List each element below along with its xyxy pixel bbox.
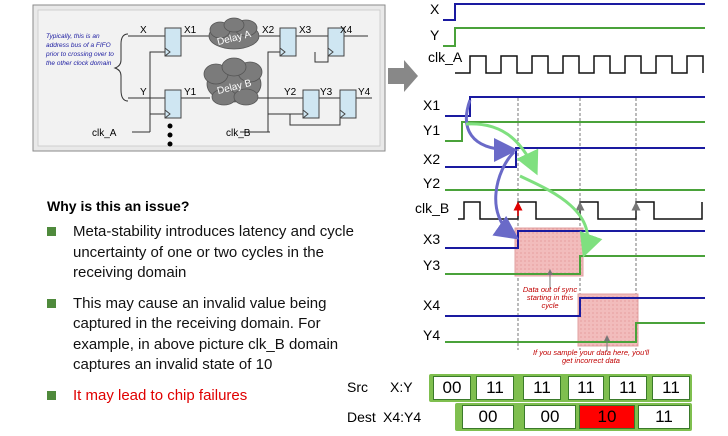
- invalid-window: [577, 293, 639, 347]
- svg-text:Y3: Y3: [320, 87, 333, 98]
- svg-text:Y1: Y1: [184, 87, 197, 98]
- note-brace: [113, 33, 129, 102]
- svg-text:X4: X4: [340, 25, 353, 36]
- src-value: 11: [652, 376, 690, 400]
- src-value: 11: [476, 376, 514, 400]
- svg-text:X3: X3: [423, 231, 440, 247]
- src-values-row: 00 11 11 11 11 11: [429, 374, 692, 402]
- src-value: 11: [523, 376, 561, 400]
- svg-text:Y: Y: [140, 87, 147, 98]
- svg-text:X1: X1: [184, 25, 197, 36]
- dest-values-row: 00 00 10 11: [455, 403, 692, 431]
- svg-text:Y2: Y2: [423, 175, 440, 191]
- dest-label: Dest: [347, 409, 376, 425]
- dest-value: 11: [638, 405, 690, 429]
- issue-heading: Why is this an issue?: [47, 198, 190, 214]
- delay-b-cloud: [203, 57, 263, 106]
- src-label: Src: [347, 379, 368, 395]
- bullet-chip-failure: It may lead to chip failures: [47, 386, 377, 407]
- bullet-square-icon: [47, 390, 56, 400]
- svg-text:clk_A: clk_A: [92, 128, 117, 139]
- src-value: 11: [568, 376, 604, 400]
- dest-signal: X4:Y4: [383, 409, 422, 425]
- dest-value: 00: [524, 405, 576, 429]
- src-value: 11: [609, 376, 647, 400]
- bullet-square-icon: [47, 227, 56, 236]
- svg-text:Y2: Y2: [284, 87, 297, 98]
- sample-note: If you sample your data here, you'll get…: [532, 348, 650, 365]
- svg-text:X: X: [140, 25, 147, 36]
- dest-value: 00: [462, 405, 514, 429]
- svg-text:clk_B: clk_B: [415, 200, 449, 216]
- flip-flops: [164, 27, 357, 119]
- dest-value-invalid: 10: [579, 405, 635, 429]
- svg-text:X2: X2: [423, 151, 440, 167]
- sync-note: Data out of sync starting in this cycle: [522, 285, 578, 310]
- src-signal: X:Y: [390, 379, 413, 395]
- timing-diagram: [443, 3, 705, 351]
- svg-text:Y3: Y3: [423, 257, 440, 273]
- svg-text:X2: X2: [262, 25, 275, 36]
- svg-text:X1: X1: [423, 97, 440, 113]
- svg-text:Y4: Y4: [358, 87, 371, 98]
- svg-text:Y1: Y1: [423, 122, 440, 138]
- transition-arrow: [388, 60, 418, 92]
- bullet-latency: Meta-stability introduces latency and cy…: [47, 222, 377, 284]
- svg-text:clk_B: clk_B: [226, 128, 251, 139]
- svg-text:clk_A: clk_A: [428, 49, 463, 65]
- svg-text:Y: Y: [430, 27, 440, 43]
- svg-text:X: X: [430, 1, 440, 17]
- svg-text:X4: X4: [423, 297, 440, 313]
- src-value: 00: [433, 376, 471, 400]
- sync-window: [514, 227, 584, 277]
- circuit-note: Typically, this is an address bus of a F…: [46, 33, 114, 67]
- svg-text:X3: X3: [299, 25, 312, 36]
- delay-a-cloud: [208, 17, 260, 50]
- svg-text:Y4: Y4: [423, 327, 440, 343]
- bullet-square-icon: [47, 298, 56, 308]
- circuit-panel: Delay A Delay B X X1 X2 X3 X4 Y Y1 Y2 Y3…: [32, 4, 386, 152]
- bullet-invalid-value: This may cause an invalid value being ca…: [47, 294, 377, 376]
- issue-bullets: Meta-stability introduces latency and cy…: [47, 222, 377, 416]
